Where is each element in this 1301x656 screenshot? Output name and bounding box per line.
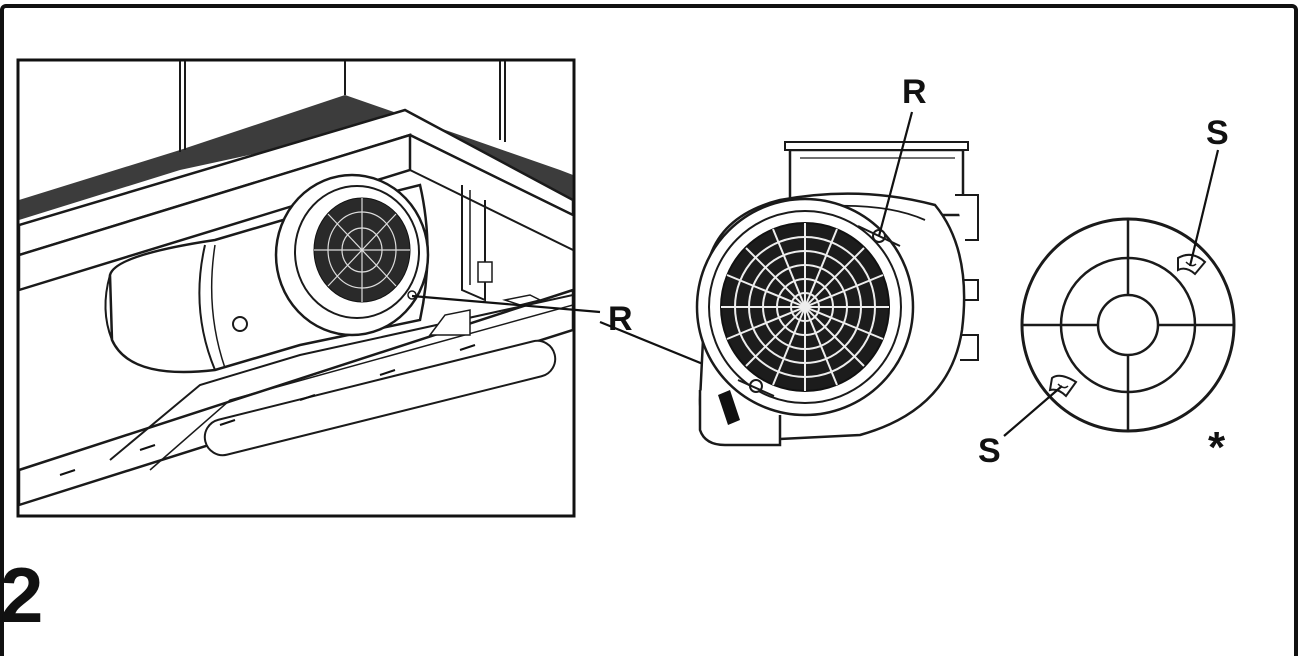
callout-s-top: S (1206, 114, 1229, 152)
callout-asterisk: * (1208, 423, 1226, 472)
fan-motor-unit (695, 141, 979, 447)
hood-interior-illustration (16, 58, 576, 518)
callout-r-photo: R (608, 300, 633, 338)
callout-leader-s-bottom (1003, 385, 1063, 437)
callout-s-bottom: S (978, 432, 1001, 470)
filter-cover-schematic (1020, 217, 1236, 433)
callout-leader-s-top (1188, 149, 1220, 267)
step-number: 2 (0, 551, 43, 639)
callout-leader-r-photo (411, 294, 601, 314)
callout-leader-r-fan-top (877, 111, 914, 237)
page-border (0, 4, 1298, 656)
callout-r-fan-top: R (902, 73, 927, 111)
